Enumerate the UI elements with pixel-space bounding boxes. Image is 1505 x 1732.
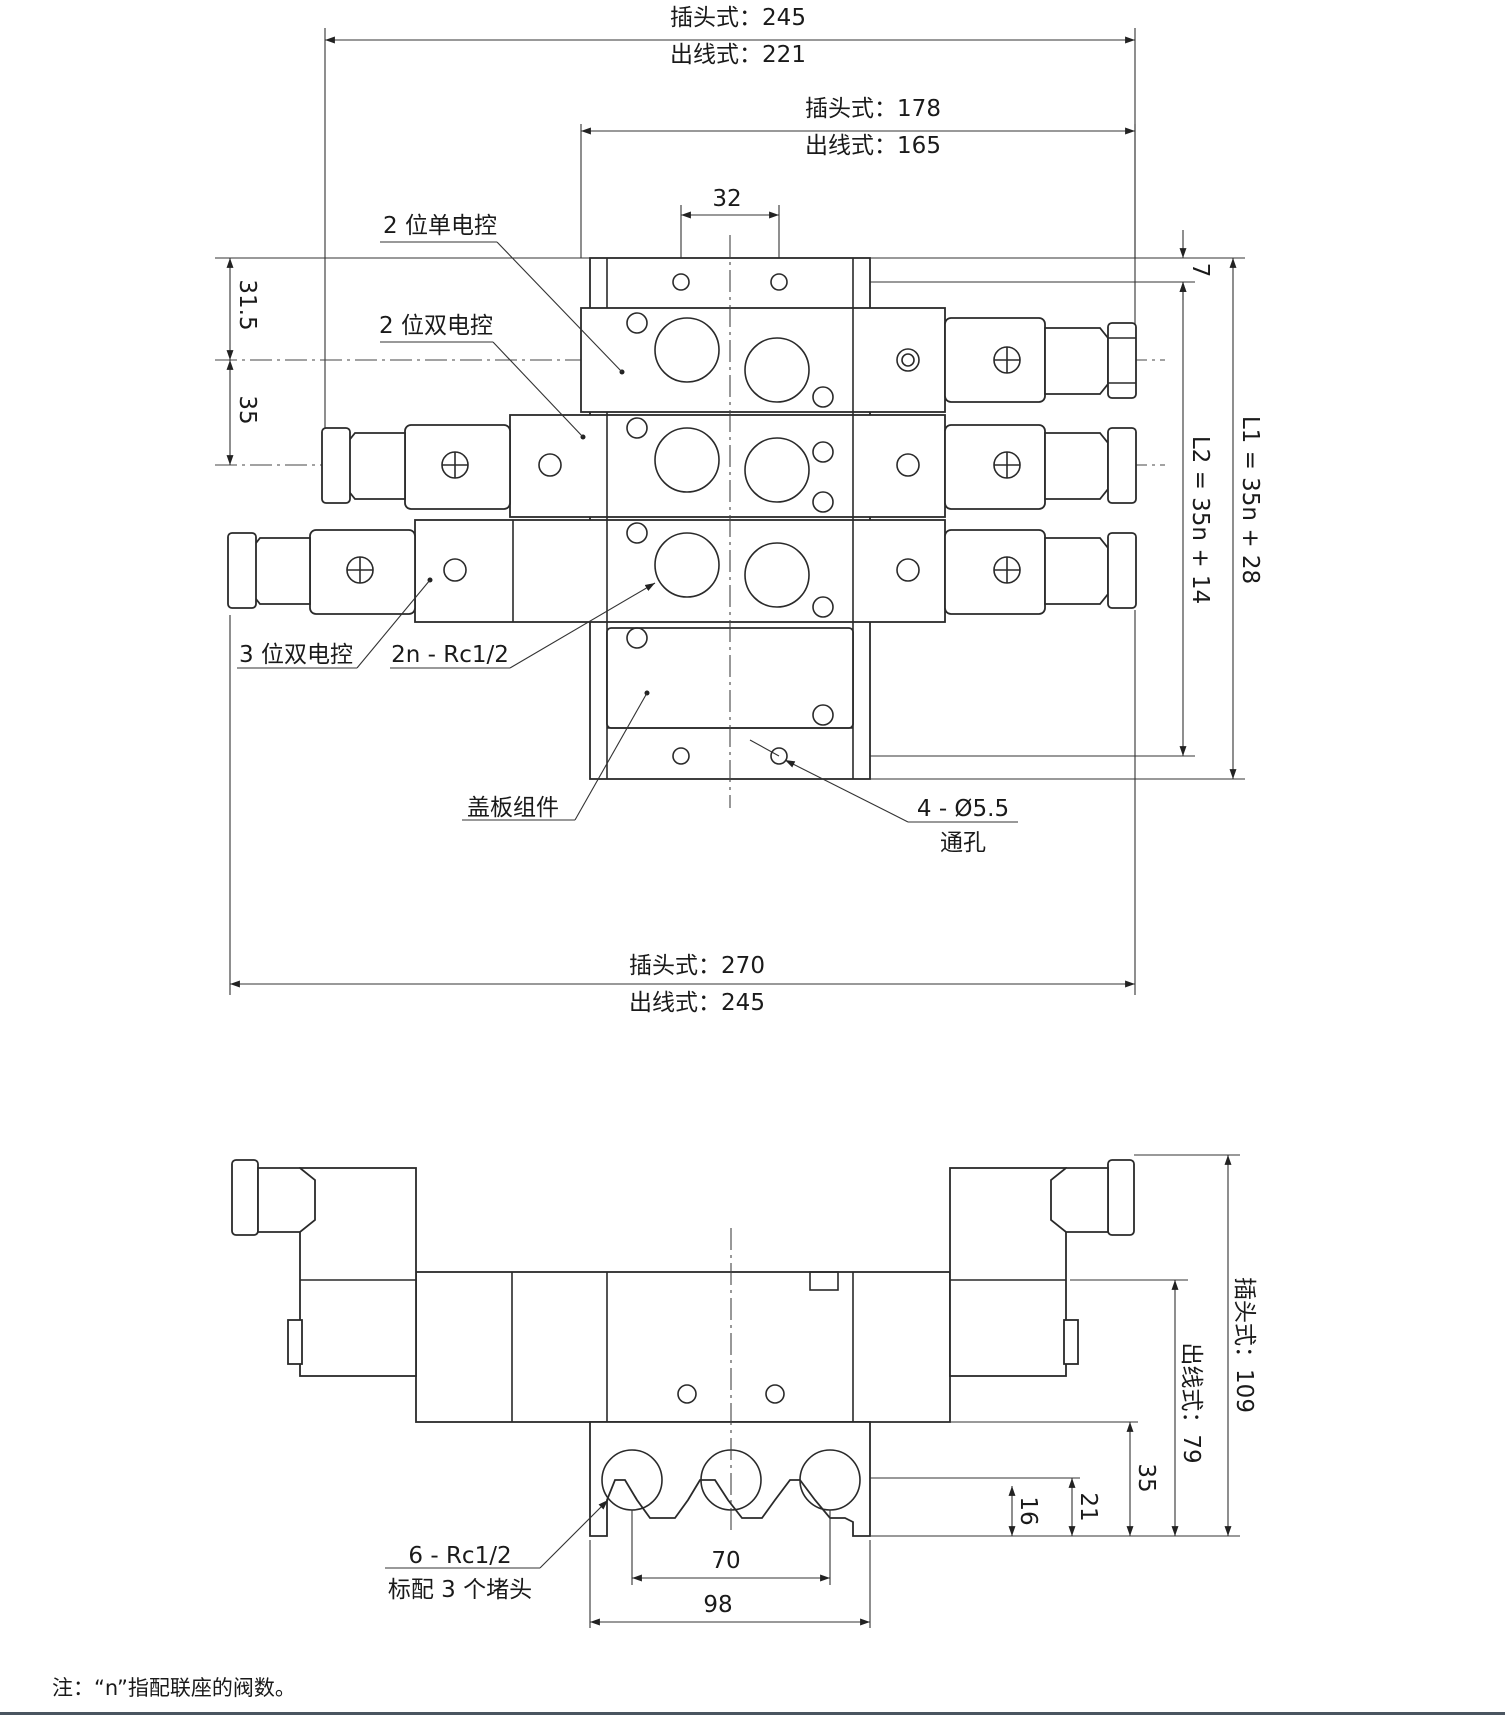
total-width-wire-label: 出线式：245 — [629, 990, 765, 1016]
pitch-first-label: 31.5 — [234, 279, 260, 330]
port-thread-label: 2n - Rc1/2 — [391, 642, 509, 668]
callout-double-solenoid-2pos: 2 位双电控 — [379, 313, 584, 438]
overall-width-dimension: 插头式：245 出线式：221 — [324, 5, 1136, 450]
callout-single-solenoid: 2 位单电控 — [380, 213, 623, 373]
height-wire-label: 出线式：79 — [1178, 1342, 1204, 1463]
overall-width-plug-label: 插头式：245 — [670, 5, 806, 31]
front-height-dimensions: 插头式：109 出线式：79 35 21 16 — [870, 1154, 1257, 1537]
overall-width-wire-label: 出线式：221 — [670, 42, 806, 68]
double-solenoid-3pos-label: 3 位双电控 — [239, 642, 353, 668]
plugs-label: 标配 3 个堵头 — [388, 1577, 532, 1603]
height-16-label: 16 — [1015, 1496, 1041, 1525]
pitch-70-label: 70 — [711, 1548, 740, 1574]
callout-port-thread: 2n - Rc1/2 — [390, 582, 656, 669]
front-right-solenoid — [949, 1159, 1135, 1377]
single-solenoid-label: 2 位单电控 — [383, 213, 497, 239]
height-plug-label: 插头式：109 — [1231, 1277, 1257, 1413]
pitch-label: 35 — [234, 395, 260, 424]
valve-double-solenoid-2pos — [321, 414, 1137, 518]
valve-width-plug-label: 插头式：178 — [805, 96, 941, 122]
valve-width-wire-label: 出线式：165 — [805, 133, 941, 159]
double-solenoid-2pos-label: 2 位双电控 — [379, 313, 493, 339]
total-width-plug-label: 插头式：270 — [629, 953, 765, 979]
cover-plate — [606, 627, 854, 729]
bottom-rule — [0, 1712, 1505, 1715]
top-view: 插头式：245 出线式：221 插头式：178 出线式：165 32 31.5 — [215, 5, 1263, 1016]
hole-pitch-label: 32 — [712, 186, 741, 212]
front-valve-body — [415, 1271, 951, 1423]
footnote: 注：“n”指配联座的阀数。 — [52, 1676, 296, 1700]
width-98-label: 98 — [703, 1592, 732, 1618]
valve-width-dimension: 插头式：178 出线式：165 — [580, 96, 1136, 258]
ports-label: 6 - Rc1/2 — [408, 1543, 511, 1569]
through-hole-label: 通孔 — [940, 830, 986, 856]
front-left-solenoid — [231, 1159, 417, 1377]
height-35-label: 35 — [1133, 1463, 1159, 1492]
offset-top-label: 7 — [1187, 263, 1213, 278]
callout-mount-holes: 4 - Ø5.5 通孔 — [749, 739, 1018, 856]
callout-ports: 6 - Rc1/2 标配 3 个堵头 — [385, 1499, 609, 1603]
valve-double-solenoid-3pos — [227, 519, 1137, 623]
l2-formula-label: L2 = 35n + 14 — [1187, 436, 1213, 604]
l1-formula-label: L1 = 35n + 28 — [1237, 416, 1263, 584]
callout-cover-plate: 盖板组件 — [462, 692, 648, 821]
total-width-dimension: 插头式：270 出线式：245 — [229, 610, 1136, 1016]
height-21-label: 21 — [1075, 1492, 1101, 1521]
cover-plate-label: 盖板组件 — [467, 795, 559, 821]
mount-holes-label: 4 - Ø5.5 — [917, 796, 1009, 822]
front-view: 插头式：109 出线式：79 35 21 16 70 98 6 - Rc1/2 — [231, 1154, 1257, 1628]
callout-double-solenoid-3pos: 3 位双电控 — [237, 579, 431, 669]
valve-single-solenoid — [580, 307, 1137, 413]
front-width-dimensions: 70 98 — [589, 1510, 871, 1628]
